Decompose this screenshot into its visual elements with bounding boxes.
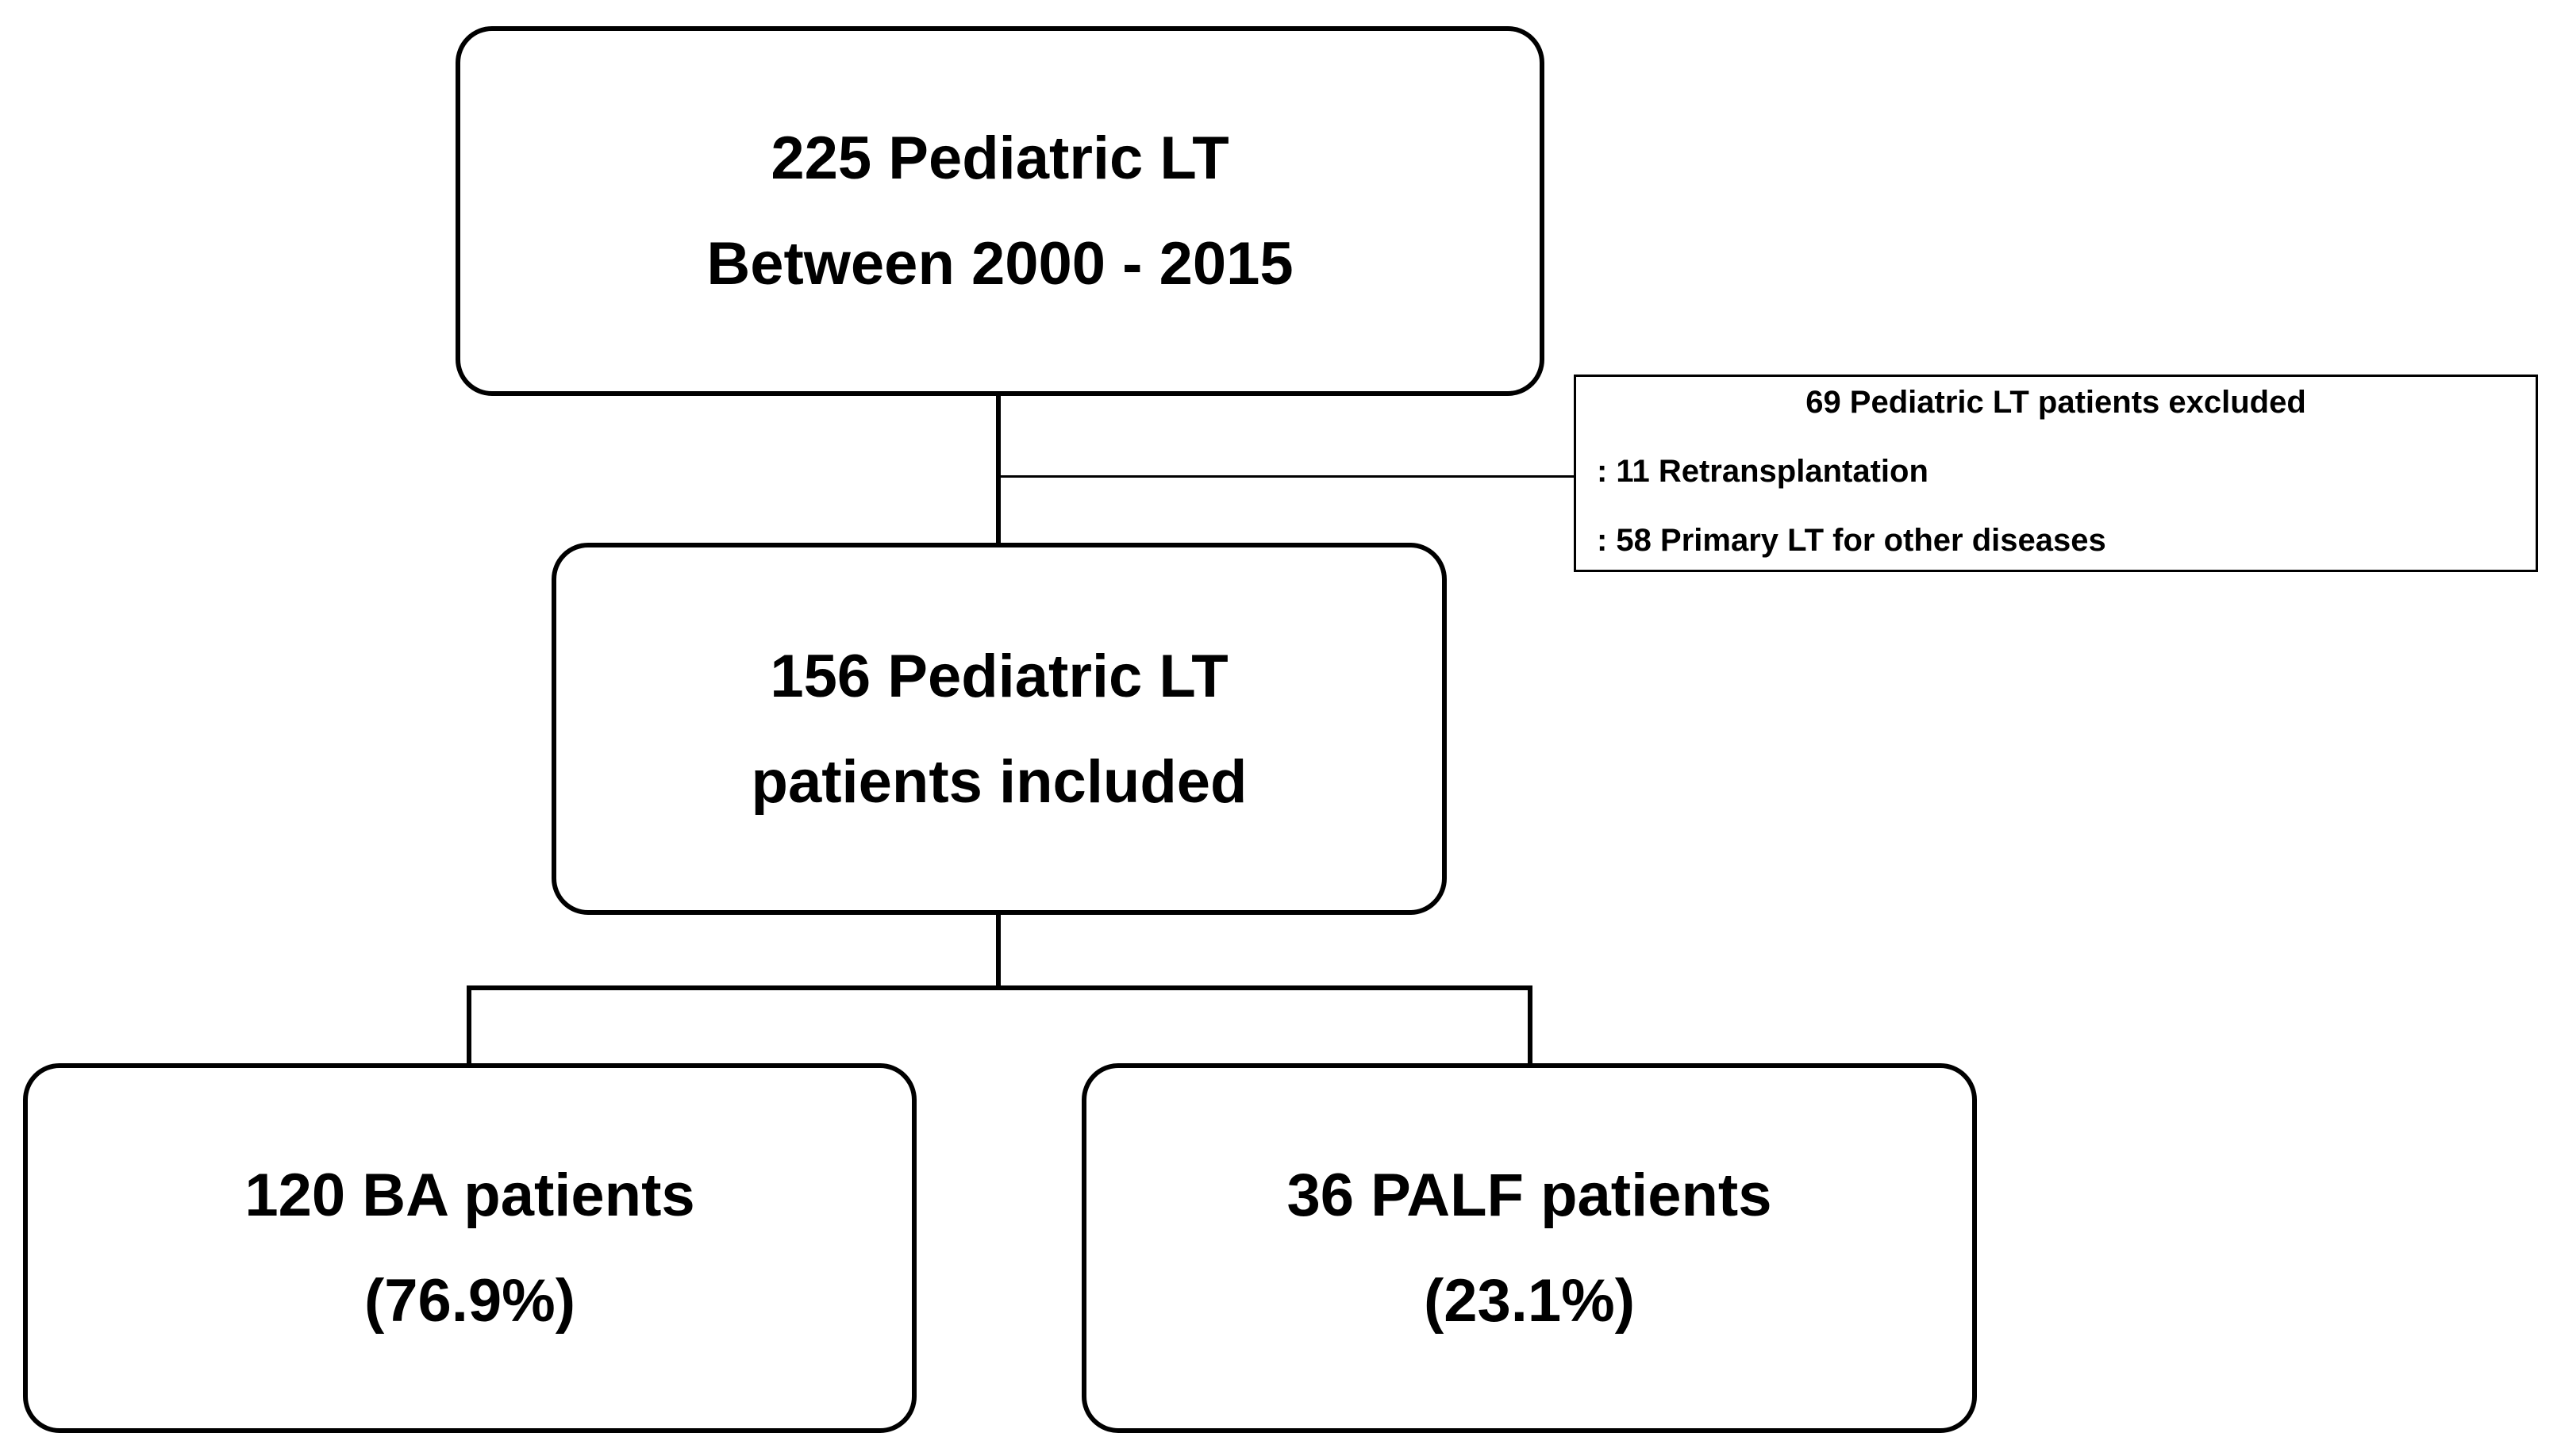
excluded-reason-retransplantation: : 11 Retransplantation [1597, 454, 1928, 489]
connector-split-bar [467, 985, 1532, 990]
excluded-heading: 69 Pediatric LT patients excluded [1805, 385, 2306, 420]
node-excluded-patients: 69 Pediatric LT patients excluded : 11 R… [1574, 375, 2538, 572]
node-palf-patients: 36 PALF patients (23.1%) [1082, 1063, 1977, 1433]
node-included-patients: 156 Pediatric LT patients included [552, 543, 1447, 915]
connector-drop-to-ba [467, 985, 471, 1066]
node-included-line-2: patients included [751, 747, 1248, 816]
excluded-reason-other-diseases: : 58 Primary LT for other diseases [1597, 523, 2106, 558]
connector-total-to-included [996, 395, 1001, 546]
node-palf-line-2: (23.1%) [1423, 1267, 1636, 1335]
node-total-line-2: Between 2000 - 2015 [706, 230, 1294, 298]
node-palf-line-1: 36 PALF patients [1286, 1162, 1772, 1229]
connector-included-stem [996, 911, 1001, 990]
node-ba-line-2: (76.9%) [363, 1267, 576, 1335]
node-ba-line-1: 120 BA patients [244, 1162, 695, 1229]
node-total-cohort: 225 Pediatric LT Between 2000 - 2015 [456, 26, 1544, 396]
node-ba-patients: 120 BA patients (76.9%) [23, 1063, 917, 1433]
node-included-line-1: 156 Pediatric LT [770, 642, 1229, 710]
connector-drop-to-palf [1528, 985, 1532, 1066]
connector-total-to-excluded [998, 475, 1576, 478]
node-total-line-1: 225 Pediatric LT [771, 125, 1229, 192]
